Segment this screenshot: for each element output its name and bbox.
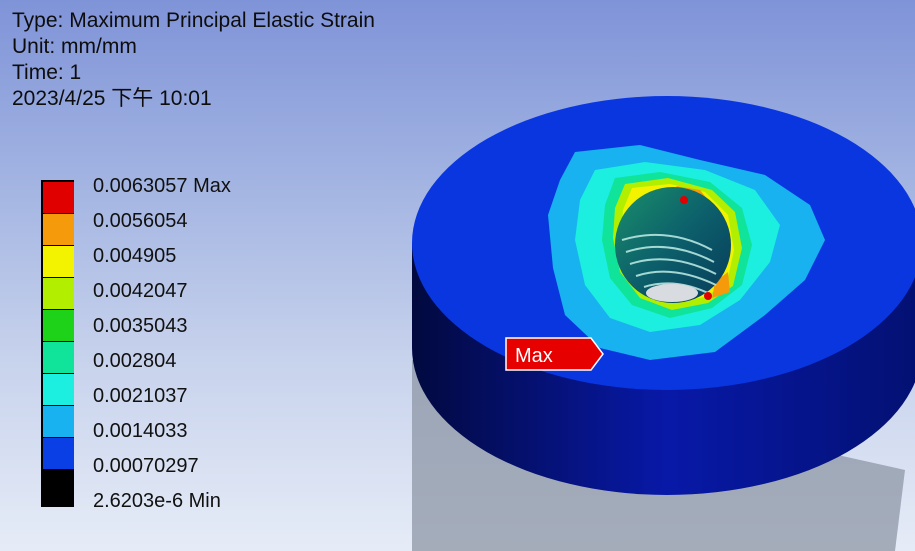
- legend-swatch: [43, 470, 74, 506]
- legend-label: 0.004905: [93, 245, 177, 267]
- hole-bottom: [646, 284, 698, 302]
- contour-band-6: [676, 186, 730, 298]
- legend-swatch: [43, 182, 74, 213]
- result-date: 2023/4/25 下午 10:01: [12, 87, 212, 110]
- result-info-block: Type: Maximum Principal Elastic Strain U…: [12, 8, 375, 112]
- legend-swatch: [43, 438, 74, 469]
- legend-label: 0.0021037: [93, 385, 188, 407]
- legend-label: 0.00070297: [93, 455, 199, 477]
- thread-rings: [621, 233, 717, 296]
- legend-color-bar: [41, 180, 74, 507]
- legend-swatch: [43, 406, 74, 437]
- legend-label: 0.0042047: [93, 280, 188, 302]
- max-flag-icon: Max: [505, 337, 604, 371]
- legend-swatch: [43, 342, 74, 373]
- hotspot-bottom: [704, 292, 712, 300]
- result-unit: Unit: mm/mm: [12, 35, 137, 58]
- legend-label-min: 2.6203e-6 Min: [93, 490, 221, 512]
- legend-label-max: 0.0063057 Max: [93, 175, 231, 197]
- legend-label: 0.002804: [93, 350, 177, 372]
- result-time: Time: 1: [12, 61, 82, 84]
- hotspot-top: [680, 196, 688, 204]
- legend-swatch: [43, 374, 74, 405]
- legend-swatch: [43, 310, 74, 341]
- legend-swatch: [43, 278, 74, 309]
- legend-label: 0.0056054: [93, 210, 188, 232]
- legend-label: 0.0014033: [93, 420, 188, 442]
- max-label-text: Max: [515, 345, 553, 367]
- legend-label: 0.0035043: [93, 315, 188, 337]
- legend-swatch: [43, 214, 74, 245]
- result-type: Type: Maximum Principal Elastic Strain: [12, 9, 375, 32]
- max-probe-label[interactable]: Max: [505, 337, 605, 376]
- legend-swatch: [43, 246, 74, 277]
